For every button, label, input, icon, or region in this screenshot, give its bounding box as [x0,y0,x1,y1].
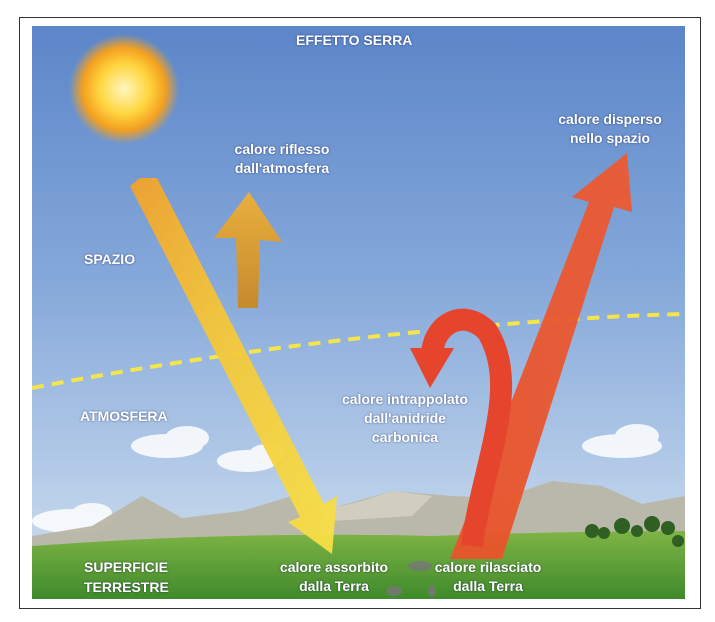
reflected-heat-label-1: calore riflesso [234,141,330,157]
clouds [32,424,662,533]
trapped-heat-label: calore intrappolato dall'anidride carbon… [325,390,485,447]
figure-frame: EFFETTO SERRA SPAZIO ATMOSFERA SUPERFICI… [19,17,701,609]
reflected-heat-label-2: dall'atmosfera [234,160,330,176]
dispersed-heat-label-2: nello spazio [569,130,651,146]
ground [32,531,685,599]
sun-icon [69,34,179,144]
released-heat-label-1: calore rilasciato [434,559,542,575]
trapped-heat-arrowhead [410,348,454,388]
trapped-heat-arrow [421,308,513,548]
layer-label-atmosphere: ATMOSFERA [80,408,168,424]
absorbed-heat-label: calore assorbito dalla Terra [264,558,404,596]
absorbed-heat-label-2: dalla Terra [299,578,369,594]
animals [386,561,436,597]
reflected-heat-label: calore riflesso dall'atmosfera [215,140,349,178]
diagram-canvas [32,26,685,599]
released-heat-label-2: dalla Terra [453,578,523,594]
dispersed-heat-label: calore disperso nello spazio [542,110,678,148]
trees [585,516,684,547]
greenhouse-diagram: EFFETTO SERRA SPAZIO ATMOSFERA SUPERFICI… [32,26,685,599]
incoming-heat-arrow [130,178,337,554]
absorbed-heat-label-1: calore assorbito [279,559,389,575]
atmosphere-boundary [32,312,685,390]
diagram-title: EFFETTO SERRA [296,32,413,48]
released-heat-label: calore rilasciato dalla Terra [418,558,558,596]
trapped-heat-label-1: calore intrappolato [341,391,469,407]
trapped-heat-label-2: dall'anidride [364,410,446,426]
dispersed-heat-label-1: calore disperso [558,111,662,127]
layer-label-surface-2: TERRESTRE [84,579,169,595]
layer-label-space: SPAZIO [84,251,136,267]
trapped-heat-label-3: carbonica [371,429,439,445]
layer-label-surface-1: SUPERFICIE [84,559,169,575]
reflected-heat-arrow [214,192,282,308]
